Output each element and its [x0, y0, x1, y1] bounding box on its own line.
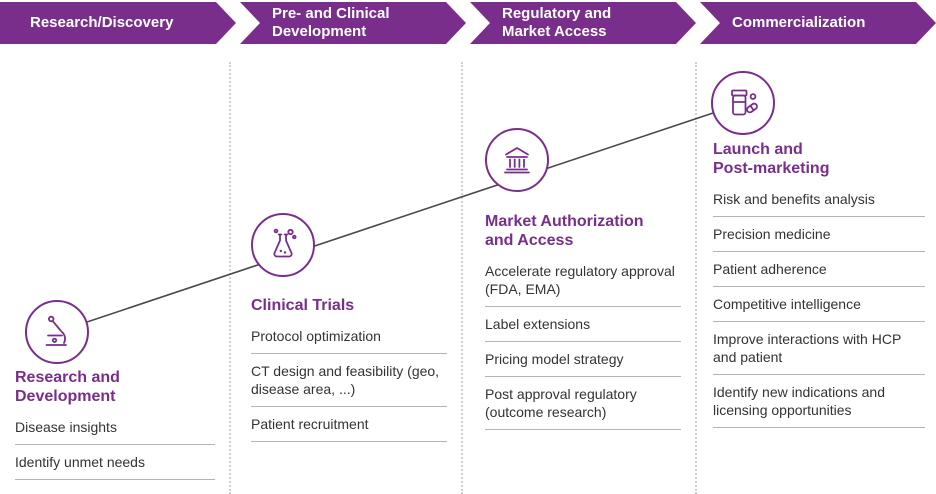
list-item: Patient adherence — [713, 261, 925, 288]
pill-bottle-icon — [731, 89, 758, 116]
stage-column-market-authorization: Market Authorization and Access Accelera… — [485, 212, 681, 439]
list-item: Competitive intelligence — [713, 296, 925, 322]
microscope-icon — [45, 315, 67, 346]
list-item: Post approval regulatory (outcome resear… — [485, 386, 681, 430]
banner-label: Regulatory and Market Access — [502, 4, 612, 40]
list-item: Precision medicine — [713, 226, 925, 253]
banner-pre-and-clinical-development: Pre- and Clinical Development — [240, 2, 466, 44]
list-item: CT design and feasibility (geo, disease … — [251, 363, 447, 407]
list-item: Identify unmet needs — [15, 454, 215, 481]
list-item: Disease insights — [15, 419, 215, 446]
stage-column-research-development: Research and Development Disease insight… — [15, 368, 215, 489]
stage-title: Market Authorization and Access — [485, 213, 644, 250]
banner-label: Commercialization — [732, 13, 866, 31]
list-item: Patient recruitment — [251, 416, 447, 442]
list-item: Risk and benefits analysis — [713, 191, 925, 218]
stage-circle-research-development — [25, 300, 89, 364]
column-divider — [229, 62, 231, 494]
banner-regulatory-and-market-access: Regulatory and Market Access — [470, 2, 696, 44]
stage-title: Clinical Trials — [251, 297, 355, 314]
list-item: Identify new indications and licensing o… — [713, 384, 925, 428]
stage-column-clinical-trials: Clinical Trials Protocol optimization CT… — [251, 296, 447, 451]
banner-label: Pre- and Clinical Development — [272, 4, 390, 40]
stage-circle-market-authorization — [485, 128, 549, 192]
list-item: Protocol optimization — [251, 328, 447, 355]
column-divider — [695, 62, 697, 494]
list-item: Improve interactions with HCP and patien… — [713, 331, 925, 375]
list-item: Accelerate regulatory approval (FDA, EMA… — [485, 263, 681, 308]
banner-commercialization: Commercialization — [700, 2, 936, 44]
bank-icon — [504, 147, 530, 174]
stage-title: Launch and Post-marketing — [713, 141, 830, 178]
list-item: Label extensions — [485, 316, 681, 343]
stage-circle-clinical-trials — [251, 213, 315, 277]
list-item: Pricing model strategy — [485, 351, 681, 377]
banner-label: Research/Discovery — [30, 13, 174, 31]
column-divider — [461, 62, 463, 494]
flask-icon — [273, 228, 297, 258]
stage-column-launch-post-marketing: Launch and Post-marketing Risk and benef… — [713, 140, 925, 437]
banner-research-discovery: Research/Discovery — [0, 2, 236, 44]
stage-circle-launch-post-marketing — [711, 71, 775, 135]
stage-title: Research and Development — [15, 369, 120, 406]
